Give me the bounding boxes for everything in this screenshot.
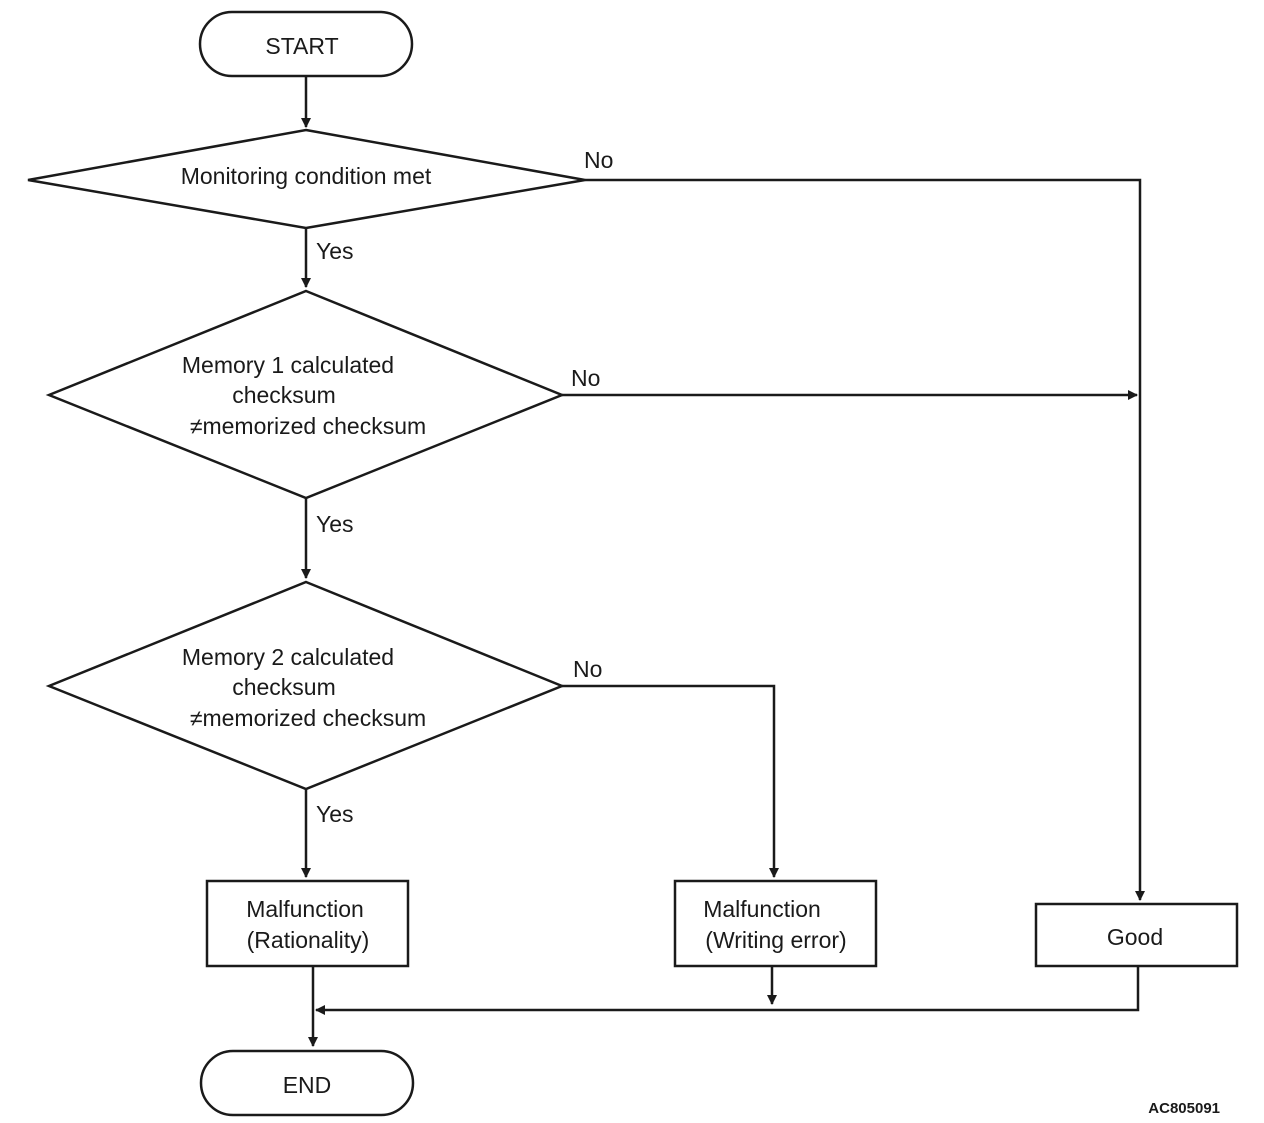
writing-error-line2: (Writing error) (705, 927, 846, 953)
start-label: START (265, 33, 338, 59)
decision2-no-label: No (571, 365, 600, 391)
decision-memory2-line1: Memory 2 calculated (182, 644, 394, 670)
end-label: END (283, 1072, 332, 1098)
writing-error-line1: Malfunction (703, 896, 821, 922)
rationality-line2: (Rationality) (247, 927, 370, 953)
rationality-line1: Malfunction (246, 896, 364, 922)
connector-decision3-no (562, 684, 779, 878)
process-malfunction-writing-error (673, 879, 878, 968)
decision3-no-label: No (573, 656, 602, 682)
decision-memory2-line2: checksum (232, 674, 336, 700)
decision-memory1-line2: checksum (232, 382, 336, 408)
good-label: Good (1107, 924, 1163, 950)
process-good (1034, 902, 1239, 968)
figure-code: AC805091 (1148, 1100, 1220, 1117)
connector-good-merge (315, 966, 1140, 1015)
connector-decision1-no (585, 178, 1145, 901)
decision-memory2-line3: ≠memorized checksum (190, 705, 426, 731)
process-malfunction-rationality (205, 879, 410, 968)
decision2-yes-label: Yes (316, 511, 354, 537)
decision3-yes-label: Yes (316, 801, 354, 827)
decision1-yes-label: Yes (316, 238, 354, 264)
decision-memory1-line3: ≠memorized checksum (190, 413, 426, 439)
end-terminal (199, 1049, 415, 1117)
decision-monitoring-condition-label: Monitoring condition met (181, 163, 432, 189)
decision1-no-label: No (584, 147, 613, 173)
decision-memory1-line1: Memory 1 calculated (182, 352, 394, 378)
